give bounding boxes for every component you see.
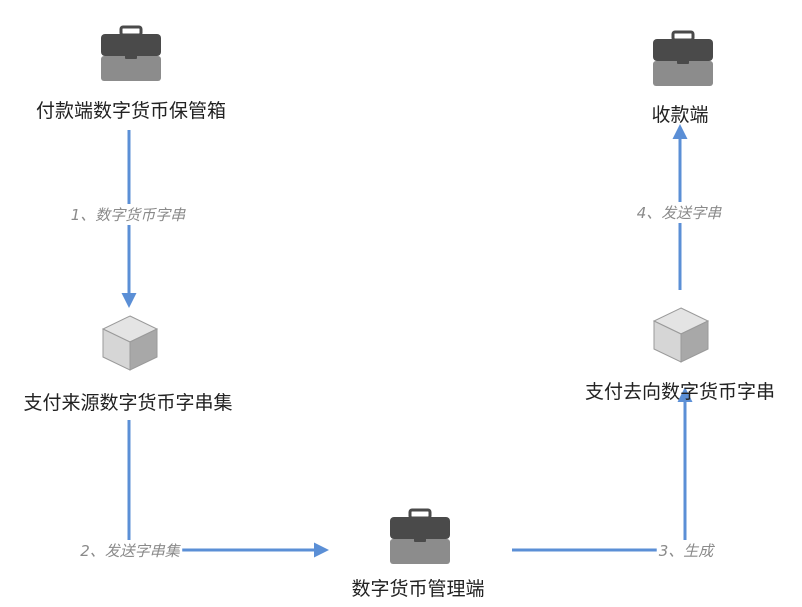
target-string-label: 支付去向数字货币字串	[584, 381, 776, 403]
briefcase-icon	[388, 508, 452, 570]
payee-label: 收款端	[651, 104, 709, 126]
edge-2-line	[127, 420, 329, 558]
edge-3-label: 3、生成	[656, 540, 716, 561]
payer-box-label: 付款端数字货币保管箱	[35, 100, 227, 122]
manager-label: 数字货币管理端	[351, 578, 485, 600]
edge-2-label: 2、发送字串集	[78, 540, 182, 561]
cube-icon	[100, 313, 160, 377]
edge-4-label: 4、发送字串	[634, 202, 724, 223]
edge-3-line	[512, 387, 693, 552]
cube-icon	[651, 305, 711, 369]
briefcase-icon	[651, 30, 715, 92]
source-set-label: 支付来源数字货币字串集	[23, 392, 233, 414]
briefcase-icon	[99, 25, 163, 87]
edge-1-label: 1、数字货币字串	[68, 204, 188, 225]
